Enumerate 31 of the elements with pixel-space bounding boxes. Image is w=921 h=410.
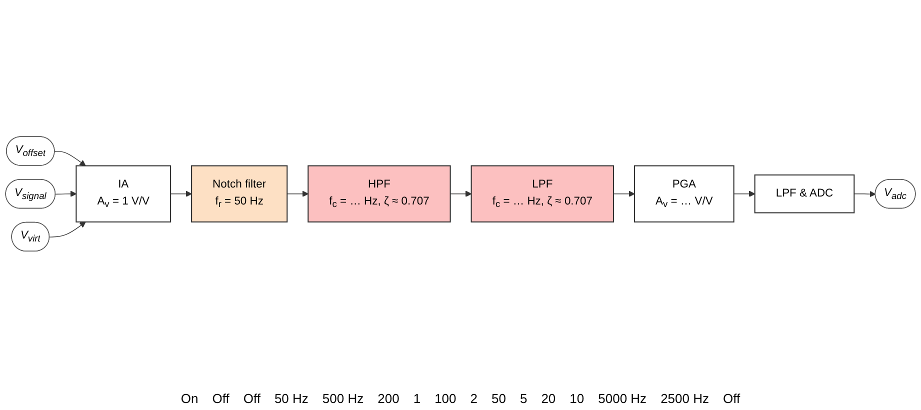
switch-position-label: 2 (470, 391, 478, 406)
switch-position-label: On (180, 391, 198, 406)
switch-position-label: Off (243, 391, 260, 406)
switch-position-label: Off (212, 391, 230, 406)
arrow (854, 190, 876, 197)
switch-position-label: 5000 Hz (598, 391, 647, 406)
node-box: IA A$_{v}$ = 1 V/V (76, 164, 172, 222)
arrow (733, 190, 756, 197)
arrow (613, 190, 635, 197)
switch-position-label: 200 (378, 391, 400, 406)
switch-position-label: 20 (541, 391, 556, 406)
node-box: Notch filter f$_{r}$ = 50 Hz (191, 164, 288, 222)
switch-position-label: 100 (434, 391, 456, 406)
switch-position-label: 50 Hz (274, 391, 308, 406)
switch-position-label: 1 (413, 391, 421, 406)
switch-position-label: 2500 Hz (660, 391, 709, 406)
switch-position-label: 500 Hz (322, 391, 364, 406)
arrow (54, 150, 86, 166)
arrow (170, 190, 192, 197)
node-box: LPF f$_{c}$ = … Hz, ζ ≈ 0.707 (470, 164, 614, 222)
arrow (55, 190, 76, 197)
switch-position-label: Off (722, 391, 740, 406)
arrow (450, 190, 472, 197)
arrow (49, 221, 86, 238)
node-box: PGA A$_{v}$ = … V/V (634, 164, 734, 222)
switch-position-label: 5 (520, 391, 528, 406)
switch-position-label: 50 (492, 391, 506, 406)
arrow (286, 190, 308, 197)
switch-position-label: 10 (570, 391, 584, 406)
node-box: LPF & ADC (754, 174, 855, 213)
node-box: HPF f$_{c}$ = … Hz, ζ ≈ 0.707 (308, 164, 451, 222)
